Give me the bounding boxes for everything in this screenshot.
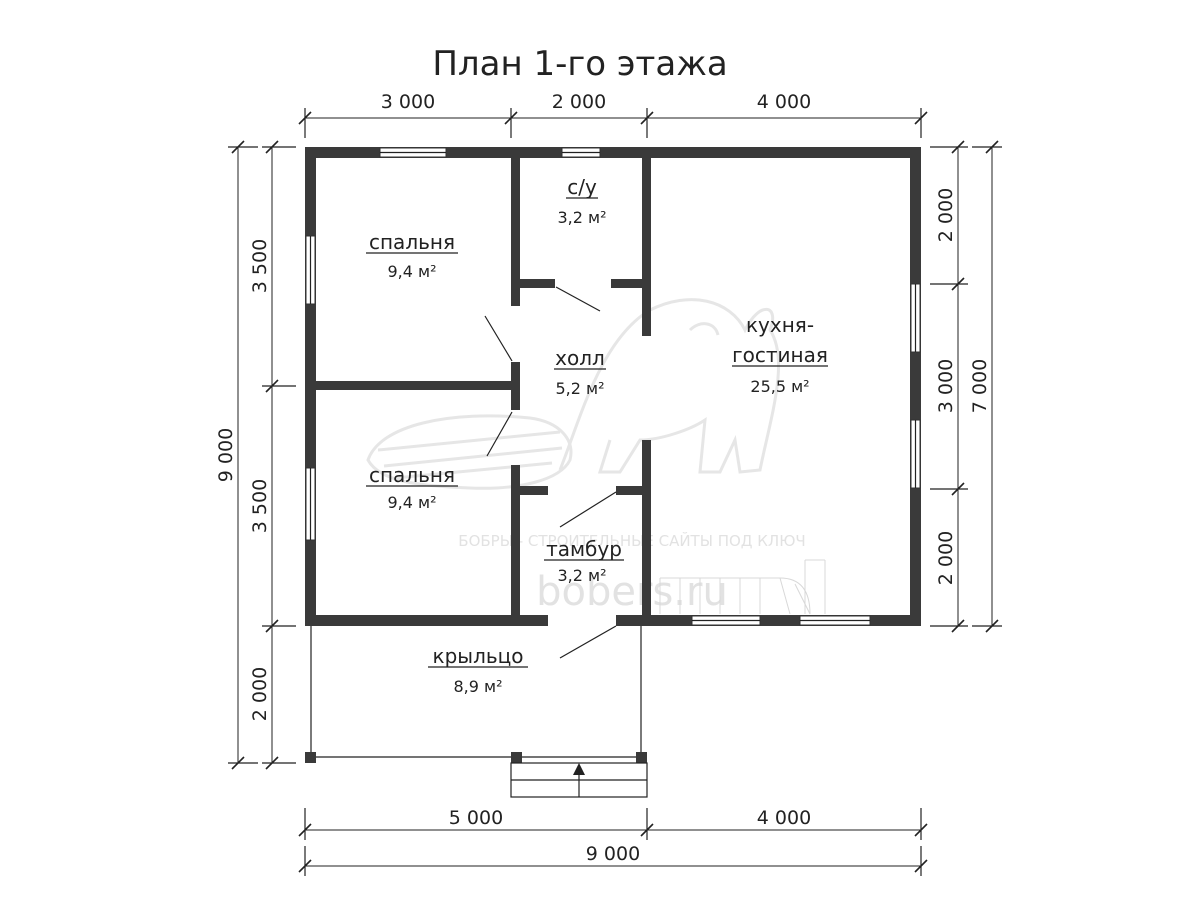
entrance-steps (510, 762, 648, 798)
watermark-tagline: БОБРЫ - СТРОИТЕЛЬНЫЕ САЙТЫ ПОД КЛЮЧ (458, 531, 805, 550)
stairs (659, 559, 826, 615)
dim-right-total: 7 000 (969, 359, 991, 413)
room-porch-area: 8,9 м² (453, 677, 502, 696)
windows (305, 147, 921, 626)
room-porch-name: крыльцо (433, 644, 524, 668)
doors (484, 286, 617, 659)
room-bedroom-top-area: 9,4 м² (387, 262, 436, 281)
walls (305, 147, 921, 763)
dim-bottom-total: 9 000 (586, 843, 640, 865)
dim-top-2: 2 000 (552, 91, 606, 113)
room-bathroom-name: с/у (567, 175, 597, 199)
dim-right-3: 2 000 (935, 531, 957, 585)
beaver-logo-icon (366, 298, 781, 490)
watermark-site: bobers.ru (536, 569, 728, 615)
dimension-top: 3 000 2 000 4 000 (298, 91, 928, 138)
arrow-up-icon (573, 763, 585, 775)
room-labels: спальня 9,4 м² с/у 3,2 м² кухня- гостина… (366, 175, 828, 696)
room-vestibule-area: 3,2 м² (557, 566, 606, 585)
dim-left-total: 9 000 (215, 428, 237, 482)
room-bedroom-bottom-area: 9,4 м² (387, 493, 436, 512)
watermark: БОБРЫ - СТРОИТЕЛЬНЫЕ САЙТЫ ПОД КЛЮЧ bobe… (366, 298, 806, 615)
room-bedroom-top-name: спальня (369, 230, 455, 254)
porch-outline (310, 626, 642, 758)
dim-right-2: 3 000 (935, 359, 957, 413)
dim-bottom-1: 5 000 (449, 807, 503, 829)
room-bedroom-bottom-name: спальня (369, 463, 455, 487)
dim-top-1: 3 000 (381, 91, 435, 113)
room-vestibule-name: тамбур (546, 537, 622, 561)
dimension-left: 3 500 3 500 2 000 9 000 (215, 140, 296, 770)
page-title: План 1-го этажа (432, 44, 727, 84)
room-bathroom-area: 3,2 м² (557, 208, 606, 227)
room-kitchen-name-1: кухня- (746, 313, 814, 337)
room-hall-area: 5,2 м² (555, 379, 604, 398)
dim-right-1: 2 000 (935, 188, 957, 242)
dim-left-3: 2 000 (249, 667, 271, 721)
dim-left-2: 3 500 (249, 479, 271, 533)
room-kitchen-name-2: гостиная (732, 343, 828, 367)
room-kitchen-area: 25,5 м² (750, 377, 809, 396)
room-hall-name: холл (555, 346, 605, 370)
dimension-bottom: 5 000 4 000 9 000 (298, 807, 928, 876)
dim-bottom-2: 4 000 (757, 807, 811, 829)
dim-top-3: 4 000 (757, 91, 811, 113)
dimension-right: 2 000 3 000 2 000 7 000 (930, 140, 1002, 633)
dim-left-1: 3 500 (249, 239, 271, 293)
